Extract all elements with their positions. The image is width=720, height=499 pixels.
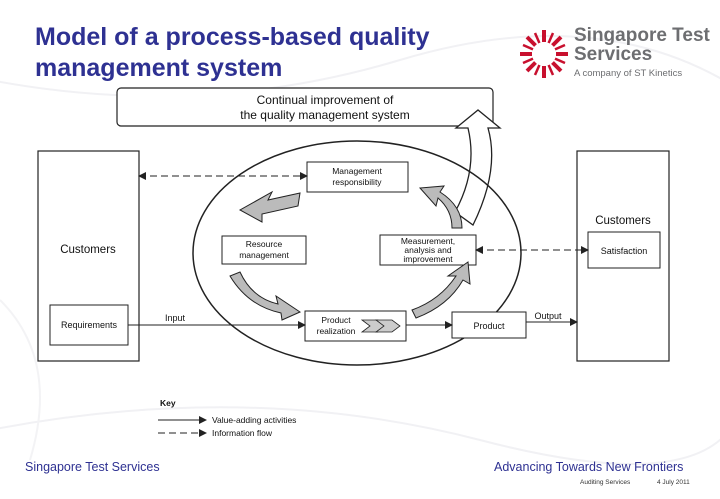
key-value-adding: Value-adding activities — [212, 415, 296, 425]
management-line2: responsibility — [332, 177, 382, 187]
cycle-arrow-to-realization — [229, 271, 302, 321]
satisfaction-label: Satisfaction — [601, 246, 648, 256]
management-line1: Management — [332, 166, 382, 176]
measurement-line3: improvement — [403, 254, 453, 264]
realization-line1: Product — [321, 315, 351, 325]
satisfaction-box — [587, 231, 661, 269]
key-title: Key — [160, 398, 176, 408]
improvement-banner — [116, 87, 494, 127]
customers-right-label: Customers — [595, 215, 651, 227]
measurement-line2: analysis and — [404, 245, 452, 255]
cycle-arrow-to-management — [418, 185, 463, 229]
improvement-feedback-arrow — [454, 109, 502, 226]
logo-name-line1: Singapore Test — [574, 25, 710, 46]
cycle-arrow-to-measurement — [411, 261, 471, 319]
footer-company: Singapore Test Services — [25, 460, 160, 474]
improvement-banner-line1: Continual improvement of — [257, 93, 394, 107]
input-label: Input — [165, 313, 186, 323]
output-label: Output — [534, 311, 562, 321]
logo-name-line2: Services — [574, 44, 653, 65]
resource-line1: Resource — [246, 239, 283, 249]
sunburst-logo-icon — [520, 30, 568, 78]
management-responsibility-box — [306, 161, 409, 193]
customers-left-label: Customers — [60, 244, 116, 256]
requirements-box — [49, 304, 129, 346]
company-logo: Singapore Test Services A company of ST … — [518, 26, 713, 86]
realization-line2: realization — [317, 326, 356, 336]
cycle-arrow-to-resource — [238, 190, 301, 223]
measurement-line1: Measurement, — [401, 236, 455, 246]
footer-slogan: Advancing Towards New Frontiers — [494, 460, 684, 474]
improvement-banner-line2: the quality management system — [240, 108, 409, 122]
realization-chevrons — [360, 319, 401, 333]
footer-date: 4 July 2011 — [657, 479, 690, 486]
footer-section: Auditing Services — [580, 479, 631, 486]
product-box — [451, 311, 527, 339]
logo-name: Singapore Test Services — [574, 26, 710, 64]
resource-line2: management — [239, 250, 289, 260]
measurement-analysis-box — [379, 234, 477, 266]
resource-management-box — [221, 235, 307, 265]
requirements-label: Requirements — [61, 320, 118, 330]
key-information-flow: Information flow — [212, 428, 273, 438]
product-label: Product — [473, 321, 505, 331]
logo-tagline: A company of ST Kinetics — [574, 68, 683, 79]
page-title: Model of a process-based quality managem… — [35, 23, 430, 82]
